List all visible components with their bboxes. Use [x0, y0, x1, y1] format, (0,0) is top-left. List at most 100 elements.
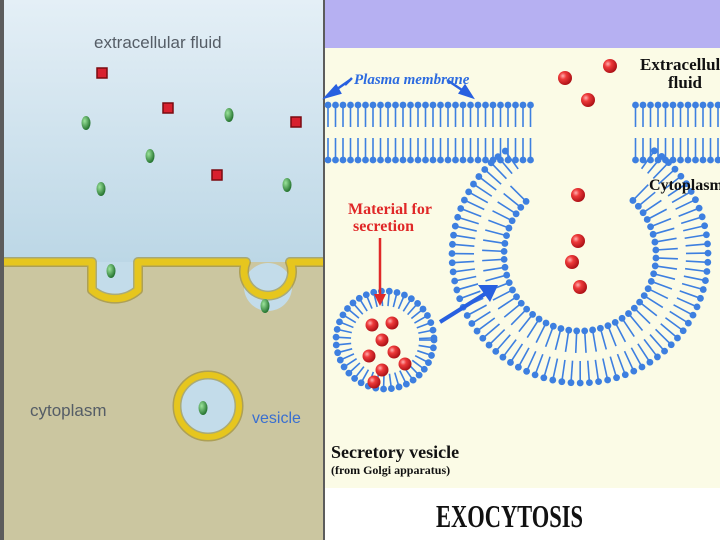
lipid-head [449, 250, 456, 257]
lipid-head [558, 325, 565, 332]
secretion-particle [581, 93, 595, 107]
lipid-head [704, 268, 711, 275]
lipid-head [653, 255, 660, 262]
label-cytoplasm-right: Cytoplasm [649, 177, 720, 194]
lipid-head [648, 278, 655, 285]
lipid-head [370, 102, 377, 109]
lipid-head [513, 210, 520, 217]
lipid-head [334, 326, 341, 333]
red-particle [291, 117, 301, 127]
lipid-head [565, 327, 572, 334]
lipid-head [640, 209, 647, 216]
lipid-head [632, 102, 639, 109]
lipid-head [577, 380, 584, 387]
lipid-head [452, 102, 459, 109]
lipid-head [385, 157, 392, 164]
lipid-head [707, 102, 714, 109]
lipid-head [337, 357, 344, 364]
green-particle [199, 401, 208, 415]
lipid-head [597, 325, 604, 332]
lipid-head [696, 205, 703, 212]
lipid-head [527, 157, 534, 164]
label-extracellular-fluid-line2: fluid [668, 73, 703, 92]
lipid-head [396, 384, 403, 391]
lipid-head [347, 157, 354, 164]
lipid-head [647, 102, 654, 109]
lipid-head [662, 102, 669, 109]
lipid-head [550, 323, 557, 330]
lipid-head [644, 216, 651, 223]
lipid-head [421, 366, 428, 373]
lipid-head [340, 102, 347, 109]
lipid-head [400, 102, 407, 109]
lipid-head [340, 311, 347, 318]
lipid-head [640, 102, 647, 109]
lipid-head [677, 157, 684, 164]
lipid-head [505, 102, 512, 109]
lipid-head [464, 312, 471, 319]
lipid-head [680, 327, 687, 334]
lipid-head [336, 318, 343, 325]
lipid-head [543, 320, 550, 327]
lipid-head [674, 335, 681, 342]
lipid-head [661, 348, 668, 355]
lipid-head [652, 247, 659, 254]
lipid-head [370, 157, 377, 164]
lipid-head [646, 359, 653, 366]
lipid-head [377, 102, 384, 109]
lipid-head [325, 157, 332, 164]
lipid-head [388, 385, 395, 392]
lipid-head [507, 359, 514, 366]
lipid-head [467, 157, 474, 164]
lipid-head [700, 157, 707, 164]
lipid-head [394, 289, 401, 296]
lipid-head [654, 354, 661, 361]
lipid-head [704, 259, 711, 266]
lipid-head [492, 348, 499, 355]
lipid-head [573, 328, 580, 335]
lipid-head [558, 378, 565, 385]
lipid-head [512, 102, 519, 109]
red-particle [163, 103, 173, 113]
lipid-head [502, 264, 509, 271]
vesicle-particle [368, 376, 381, 389]
lipid-head [650, 270, 657, 277]
secretion-particle [603, 59, 617, 73]
green-particle [82, 116, 91, 130]
lipid-head [625, 310, 632, 317]
lipid-head [392, 102, 399, 109]
lipid-head [457, 205, 464, 212]
lipid-head [416, 372, 423, 379]
vesicle-particle [366, 319, 379, 332]
vesicle-particle [388, 346, 401, 359]
secretion-particle [558, 71, 572, 85]
lipid-head [635, 203, 642, 210]
lipid-head [425, 359, 432, 366]
lipid-head [408, 295, 415, 302]
label-secretion: secretion [353, 218, 414, 235]
lipid-head [333, 334, 340, 341]
lipid-head [332, 102, 339, 109]
lipid-head [651, 147, 658, 154]
lipid-head [692, 102, 699, 109]
lipid-head [341, 364, 348, 371]
lipid-head [407, 157, 414, 164]
lipid-head [465, 188, 472, 195]
lipid-head [428, 352, 435, 359]
lipid-head [501, 256, 508, 263]
lipid-head [520, 102, 527, 109]
green-particle [97, 182, 106, 196]
lipid-head [430, 102, 437, 109]
red-particle [97, 68, 107, 78]
lipid-head [449, 241, 456, 248]
lipid-head [636, 299, 643, 306]
lipid-head [506, 279, 513, 286]
red-particle [212, 170, 222, 180]
green-particle [283, 178, 292, 192]
lipid-head [445, 157, 452, 164]
right-panel: Plasma membrane Extracellular fluid Cyto… [325, 0, 720, 540]
lipid-head [451, 278, 458, 285]
lipid-head [503, 272, 510, 279]
lipid-head [568, 379, 575, 386]
